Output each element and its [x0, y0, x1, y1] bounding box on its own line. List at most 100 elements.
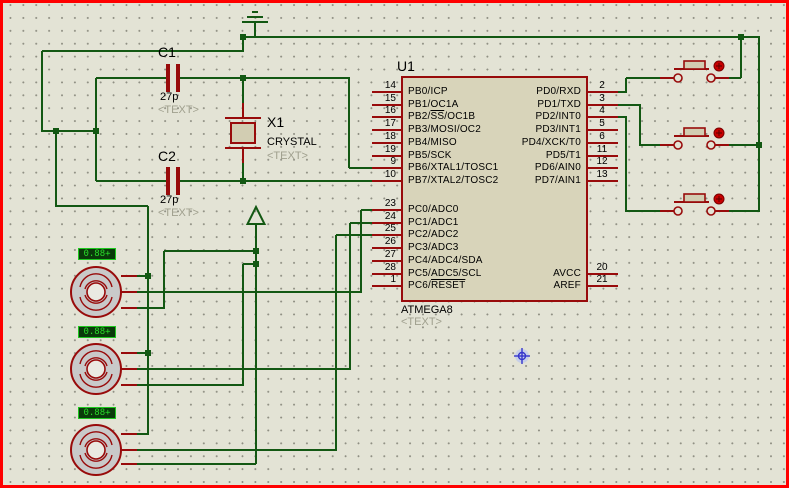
pin-label: PC4/ADC4/SDA — [408, 255, 483, 266]
ground-net-wires[interactable] — [41, 22, 760, 435]
ground-icon[interactable] — [242, 11, 268, 23]
pin-label: PC2/ADC2 — [408, 229, 459, 240]
servo-angle-display-1: 0.88+ — [78, 248, 116, 260]
pin-label: PD2/INT0 — [535, 111, 581, 122]
cap1-ref-label: C1 — [158, 44, 176, 60]
pin-stub-17[interactable] — [372, 129, 402, 131]
push-button-1[interactable] — [660, 60, 729, 83]
pin-number: 13 — [596, 169, 608, 180]
pin-number: 20 — [596, 262, 608, 273]
chip-body[interactable] — [401, 76, 588, 302]
servo-motor-1[interactable] — [70, 266, 137, 318]
pin-number: 6 — [599, 131, 605, 142]
origin-crosshair-icon — [514, 348, 530, 364]
pin-number: 26 — [384, 236, 396, 247]
pin-label: PD5/T1 — [545, 150, 581, 161]
pin-number: 25 — [384, 223, 396, 234]
pin-label: PC3/ADC3 — [408, 242, 459, 253]
pin-number: 21 — [596, 274, 608, 285]
pin-stub-23[interactable] — [372, 209, 402, 211]
pin-label: PC5/ADC5/SCL — [408, 268, 482, 279]
pin-number: 15 — [384, 93, 396, 104]
capacitor-c1[interactable] — [166, 64, 180, 92]
pin-number: 19 — [384, 144, 396, 155]
servo-angle-display-2: 0.88+ — [78, 326, 116, 338]
pin-stub-15[interactable] — [372, 104, 402, 106]
pin-stub-2[interactable] — [588, 91, 618, 93]
pin-label: PD3/INT1 — [535, 124, 581, 135]
cap2-value-label: 27p — [160, 194, 179, 206]
servo-motor-3[interactable] — [70, 424, 137, 476]
pin-label: PD4/XCK/T0 — [521, 137, 581, 148]
capacitor-c2[interactable] — [166, 167, 180, 195]
push-button-2[interactable] — [660, 127, 729, 150]
button-net-wires[interactable] — [617, 77, 662, 212]
pin-label: PD0/RXD — [536, 86, 581, 97]
servo-motor-2[interactable] — [70, 343, 137, 395]
pin-stub-21[interactable] — [588, 285, 618, 287]
pin-stub-6[interactable] — [588, 142, 618, 144]
pin-label: PB5/SCK — [408, 150, 452, 161]
power-arrow-icon[interactable] — [245, 204, 267, 225]
pin-stub-18[interactable] — [372, 142, 402, 144]
chip-ref-label: U1 — [397, 58, 415, 74]
pin-number: 12 — [596, 156, 608, 167]
pin-number: 4 — [599, 105, 605, 116]
pin-stub-26[interactable] — [372, 247, 402, 249]
pin-label: PD1/TXD — [537, 99, 581, 110]
pin-label: PB7/XTAL2/TOSC2 — [408, 175, 499, 186]
pin-number: 27 — [384, 249, 396, 260]
pin-number: 10 — [384, 169, 396, 180]
pin-stub-5[interactable] — [588, 129, 618, 131]
pin-stub-24[interactable] — [372, 222, 402, 224]
pin-label: PB4/MISO — [408, 137, 457, 148]
cap1-text-placeholder: <TEXT> — [158, 104, 199, 116]
pin-number: 3 — [599, 93, 605, 104]
pin-stub-12[interactable] — [588, 167, 618, 169]
cap2-text-placeholder: <TEXT> — [158, 207, 199, 219]
chip-text-placeholder: <TEXT> — [401, 316, 442, 328]
junction-dots — [53, 34, 762, 356]
pin-number: 14 — [384, 80, 396, 91]
pin-label: PB1/OC1A — [408, 99, 459, 110]
pin-stub-27[interactable] — [372, 260, 402, 262]
pin-number: 18 — [384, 131, 396, 142]
pin-number: 9 — [390, 156, 396, 167]
cap2-ref-label: C2 — [158, 148, 176, 164]
pin-stub-11[interactable] — [588, 155, 618, 157]
pin-stub-16[interactable] — [372, 116, 402, 118]
pin-label: PC6/RESET — [408, 280, 466, 291]
pin-label: AVCC — [553, 268, 581, 279]
pin-stub-3[interactable] — [588, 104, 618, 106]
pin-number: 17 — [384, 118, 396, 129]
adc-net-wires[interactable] — [136, 209, 372, 451]
crystal-ref-label: X1 — [267, 114, 285, 130]
pin-stub-1[interactable] — [372, 285, 402, 287]
pin-number: 5 — [599, 118, 605, 129]
pin-stub-25[interactable] — [372, 234, 402, 236]
pin-number: 28 — [384, 262, 396, 273]
pin-label: PB2/SS/OC1B — [408, 111, 476, 122]
servo-angle-display-3: 0.88+ — [78, 407, 116, 419]
pin-stub-20[interactable] — [588, 273, 618, 275]
pin-stub-10[interactable] — [372, 180, 402, 182]
push-button-3[interactable] — [660, 193, 729, 216]
pin-label: PD6/AIN0 — [534, 162, 581, 173]
pin-stub-28[interactable] — [372, 273, 402, 275]
pin-stub-14[interactable] — [372, 91, 402, 93]
pin-number: 23 — [384, 198, 396, 209]
crystal-value-label: CRYSTAL — [267, 136, 317, 148]
pin-label: PC0/ADC0 — [408, 204, 459, 215]
pin-stub-9[interactable] — [372, 167, 402, 169]
crystal-net-wires[interactable] — [96, 77, 372, 182]
pin-label: PD7/AIN1 — [534, 175, 581, 186]
crystal-text-placeholder: <TEXT> — [267, 150, 308, 162]
pin-stub-4[interactable] — [588, 116, 618, 118]
crystal-x1[interactable] — [225, 103, 261, 163]
pin-stub-13[interactable] — [588, 180, 618, 182]
pin-label: PB0/ICP — [408, 86, 448, 97]
pin-stub-19[interactable] — [372, 155, 402, 157]
pin-number: 11 — [596, 144, 608, 155]
cap1-value-label: 27p — [160, 91, 179, 103]
